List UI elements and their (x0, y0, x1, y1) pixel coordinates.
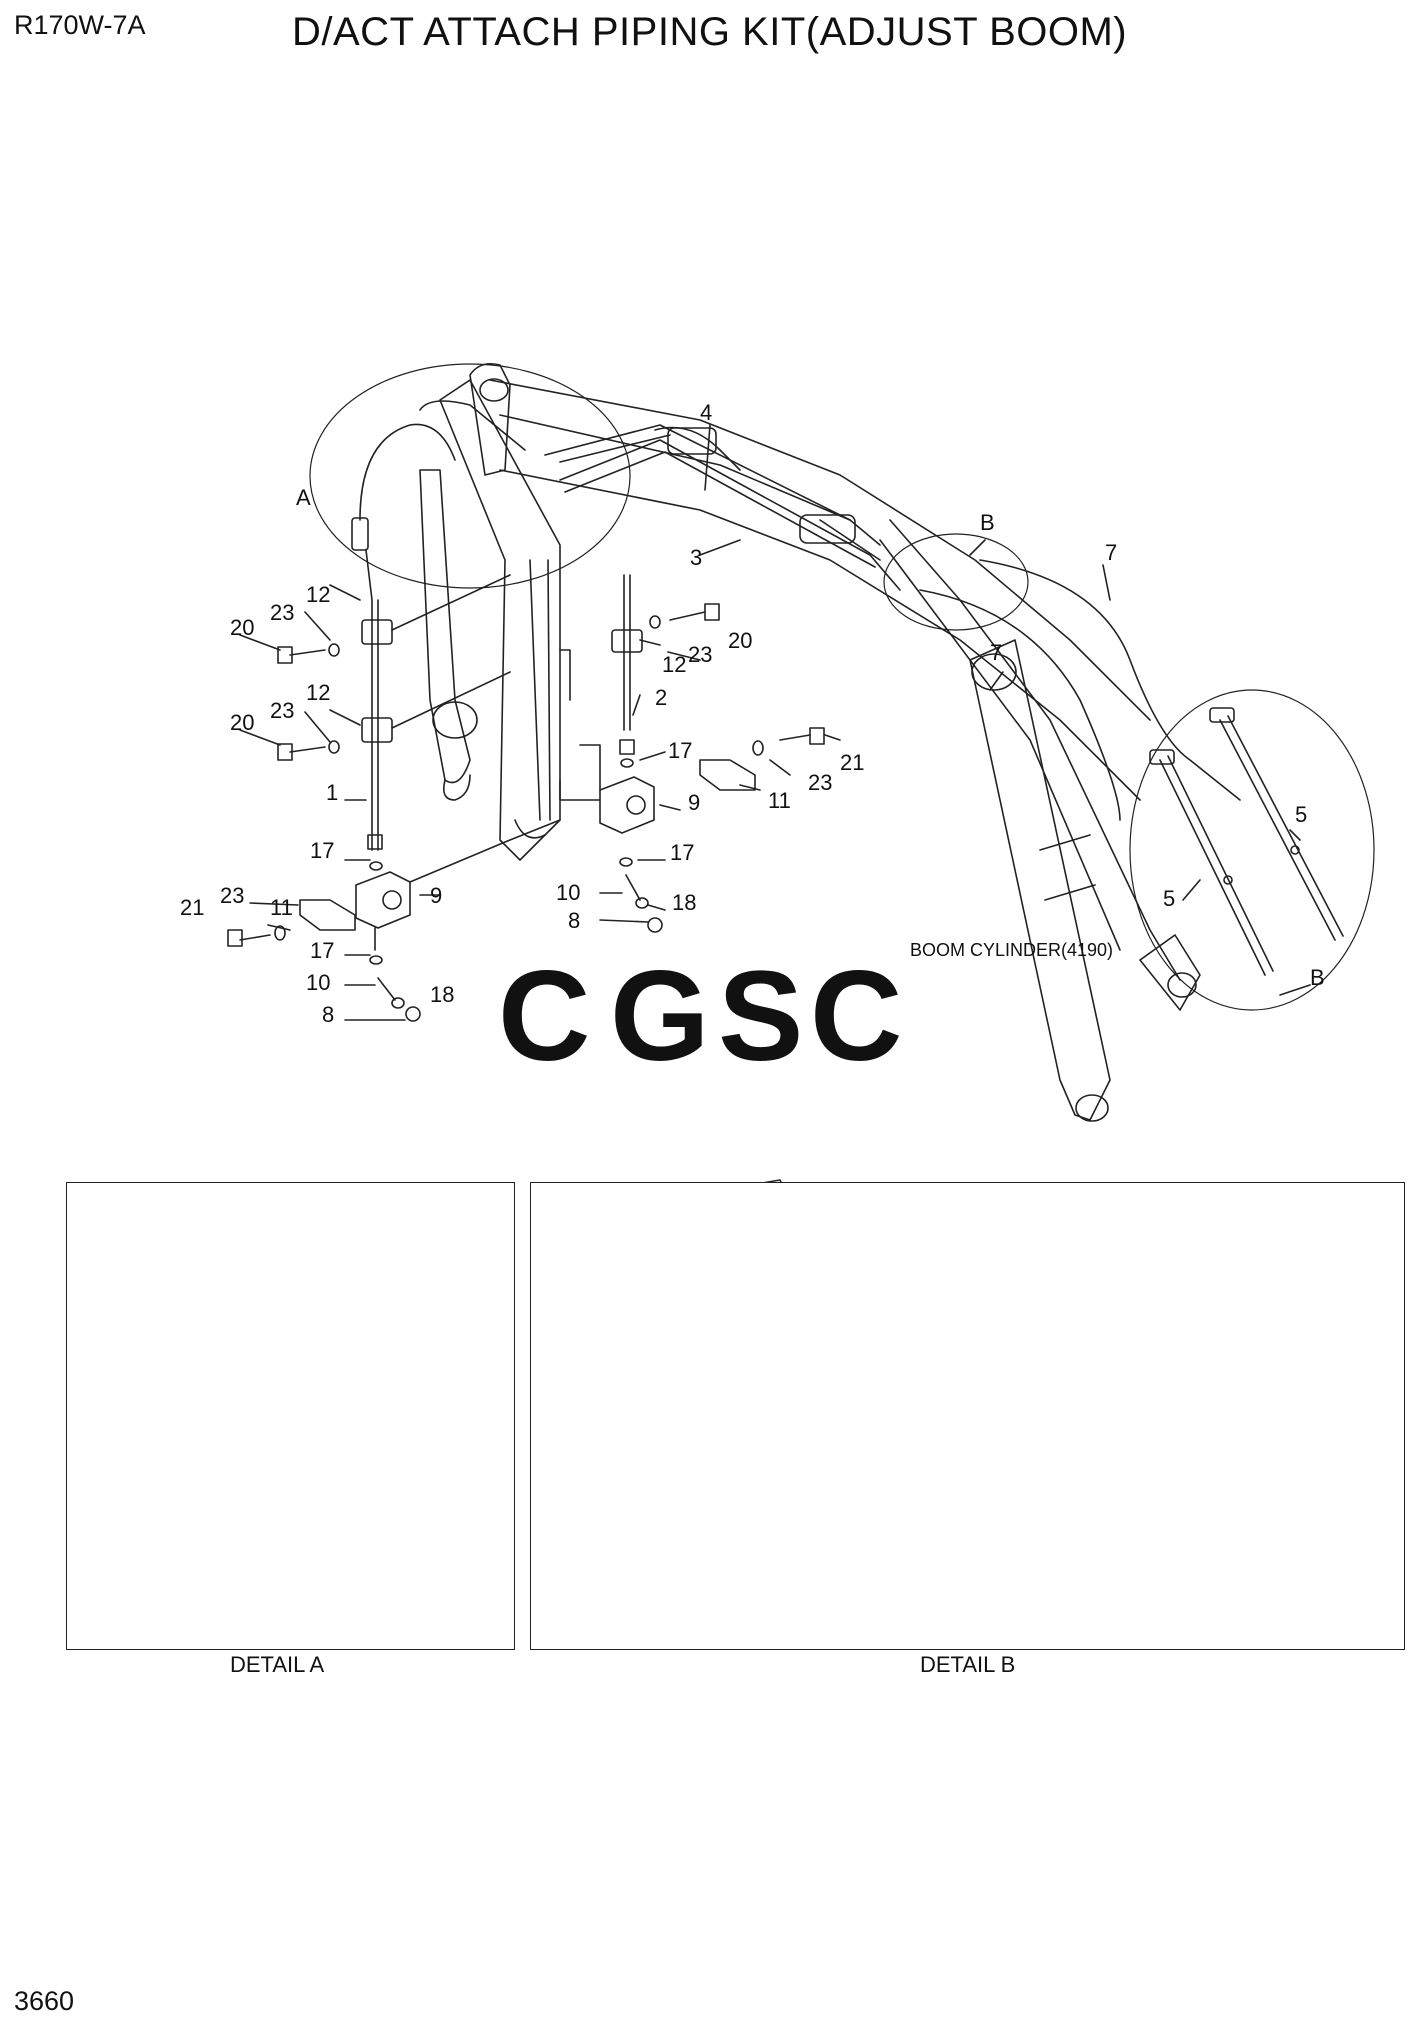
main-callout-17: 17 (668, 738, 692, 763)
main-callout-12: 12 (662, 652, 686, 677)
main-callout-3: 3 (690, 545, 702, 570)
main-callout-17: 17 (310, 938, 334, 963)
main-callout-8: 8 (322, 1002, 334, 1027)
detail-b-caption: DETAIL B (920, 1652, 1016, 1677)
main-callout-10: 10 (306, 970, 330, 995)
detail-a-caption: DETAIL A (230, 1652, 325, 1677)
main-callout-7: 7 (990, 640, 1002, 665)
main-callout-17: 17 (310, 838, 334, 863)
main-callout-23: 23 (270, 698, 294, 723)
main-callout-4: 4 (700, 400, 712, 425)
watermark-letter: C (498, 945, 590, 1088)
main-callout-b: B (980, 510, 995, 535)
main-callout-17: 17 (670, 840, 694, 865)
main-callout-12: 12 (306, 582, 330, 607)
main-callout-23: 23 (220, 883, 244, 908)
page-title: D/ACT ATTACH PIPING KIT(ADJUST BOOM) (292, 10, 1128, 54)
detail-b-panel (530, 1182, 1405, 1650)
main-callout-5: 5 (1163, 886, 1175, 911)
main-callout-9: 9 (688, 790, 700, 815)
main-callout-20: 20 (230, 615, 254, 640)
detail-a-panel (66, 1182, 515, 1650)
main-callout-10: 10 (556, 880, 580, 905)
main-callout-20: 20 (728, 628, 752, 653)
detail-a-marker (309, 363, 631, 589)
main-callout-23: 23 (270, 600, 294, 625)
main-callout-1: 1 (326, 780, 338, 805)
main-callout-18: 18 (430, 982, 454, 1007)
main-callout-21: 21 (840, 750, 864, 775)
main-callout-18: 18 (672, 890, 696, 915)
main-callout-a: A (296, 485, 311, 510)
model-number: R170W-7A (14, 10, 146, 40)
main-callout-23: 23 (808, 770, 832, 795)
main-callout-5: 5 (1295, 802, 1307, 827)
watermark-letter: G (610, 945, 710, 1088)
main-callout-21: 21 (180, 895, 204, 920)
boom-structure (419, 362, 1201, 1122)
main-callout-11: 11 (768, 788, 791, 813)
main-callout-11: 11 (270, 895, 293, 920)
detail-b-marker-upper (883, 533, 1029, 631)
main-callout-9: 9 (430, 883, 442, 908)
boom-pipes (544, 424, 1241, 821)
main-callout-20: 20 (230, 710, 254, 735)
main-callout-2: 2 (655, 685, 667, 710)
main-callout-8: 8 (568, 908, 580, 933)
main-callout-12: 12 (306, 680, 330, 705)
main-callout-b: B (1310, 965, 1325, 990)
main-callout-7: 7 (1105, 540, 1117, 565)
watermark-letter: C (810, 945, 902, 1088)
page-number: 3660 (14, 1986, 75, 2016)
watermark-letter: S (718, 945, 803, 1088)
detail-b-marker-lower (1129, 689, 1375, 1011)
boom-cylinder-label: BOOM CYLINDER(4190) (910, 940, 1114, 960)
main-callout-23: 23 (688, 642, 712, 667)
